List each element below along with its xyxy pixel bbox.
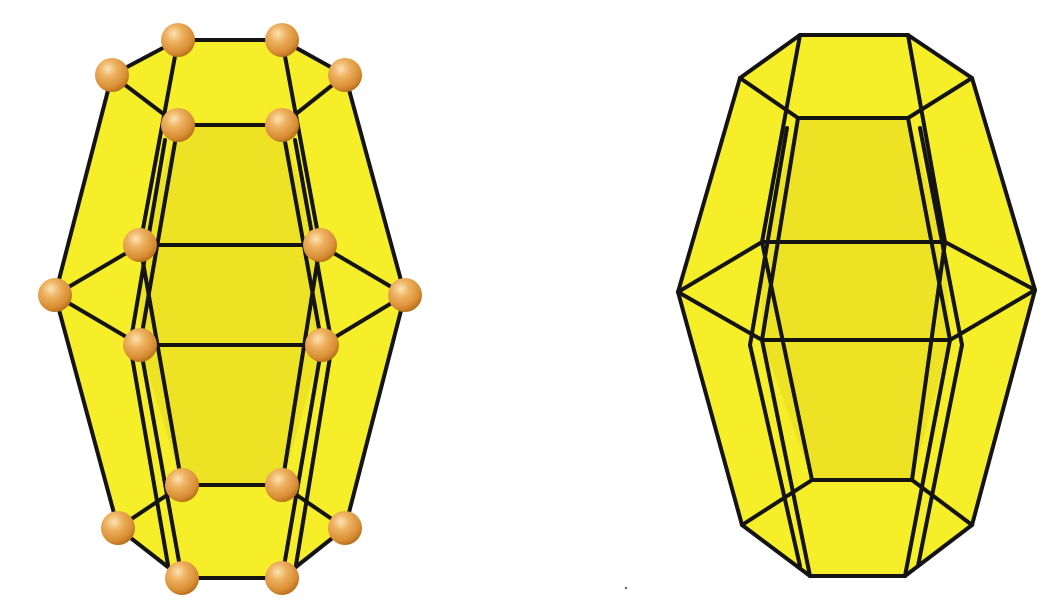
edge [280, 343, 324, 580]
atom [305, 328, 339, 362]
edge [280, 38, 322, 247]
atom [38, 278, 72, 312]
edge [343, 293, 407, 530]
edge [748, 343, 802, 568]
scan-speck [624, 586, 628, 590]
edge [903, 523, 974, 578]
edge [948, 288, 1037, 342]
atom [165, 468, 199, 502]
atom [123, 228, 157, 262]
edge [903, 338, 952, 578]
edge [943, 240, 1037, 292]
atom [95, 58, 129, 92]
atom [388, 278, 422, 312]
edge [138, 123, 180, 347]
edge [676, 240, 764, 294]
atom [265, 108, 299, 142]
edge [906, 76, 974, 120]
cage-inner-face [140, 125, 322, 485]
edge [740, 478, 814, 527]
edge [760, 240, 814, 482]
atom [303, 228, 337, 262]
ball-and-stick-model [38, 23, 422, 595]
atom [328, 58, 362, 92]
edge [910, 240, 947, 482]
atom [101, 511, 135, 545]
atom [265, 561, 299, 595]
edge [970, 76, 1037, 292]
edge [918, 126, 964, 347]
edge [676, 290, 744, 527]
edge [676, 290, 764, 342]
polyhedron-model [676, 33, 1037, 578]
edge [676, 76, 742, 294]
edge [906, 33, 947, 244]
atom [265, 23, 299, 57]
atom [161, 23, 195, 57]
edge [760, 116, 800, 342]
edge [970, 288, 1037, 527]
edge [910, 478, 974, 527]
edge [740, 523, 812, 578]
atom [265, 468, 299, 502]
edge [138, 343, 184, 580]
edge [128, 343, 170, 567]
atom [161, 108, 195, 142]
edge [748, 126, 789, 347]
edge [294, 343, 334, 567]
atom [328, 511, 362, 545]
edge [916, 343, 964, 568]
edge [280, 243, 322, 487]
edge [138, 243, 184, 487]
edge [760, 33, 802, 244]
edge [906, 33, 974, 80]
edge [760, 338, 812, 578]
edge [53, 73, 114, 297]
edge [53, 293, 120, 530]
edge [280, 123, 324, 347]
atom [165, 561, 199, 595]
edge [343, 73, 407, 297]
edge [906, 116, 952, 342]
polyhedron-edges [676, 33, 1037, 578]
edge [138, 38, 180, 247]
polyhedron-faces [678, 35, 1035, 576]
edge [738, 76, 800, 120]
cage-atoms [38, 23, 422, 595]
polyhedron-inner-face [762, 118, 950, 480]
atom [123, 328, 157, 362]
edge [738, 33, 802, 80]
